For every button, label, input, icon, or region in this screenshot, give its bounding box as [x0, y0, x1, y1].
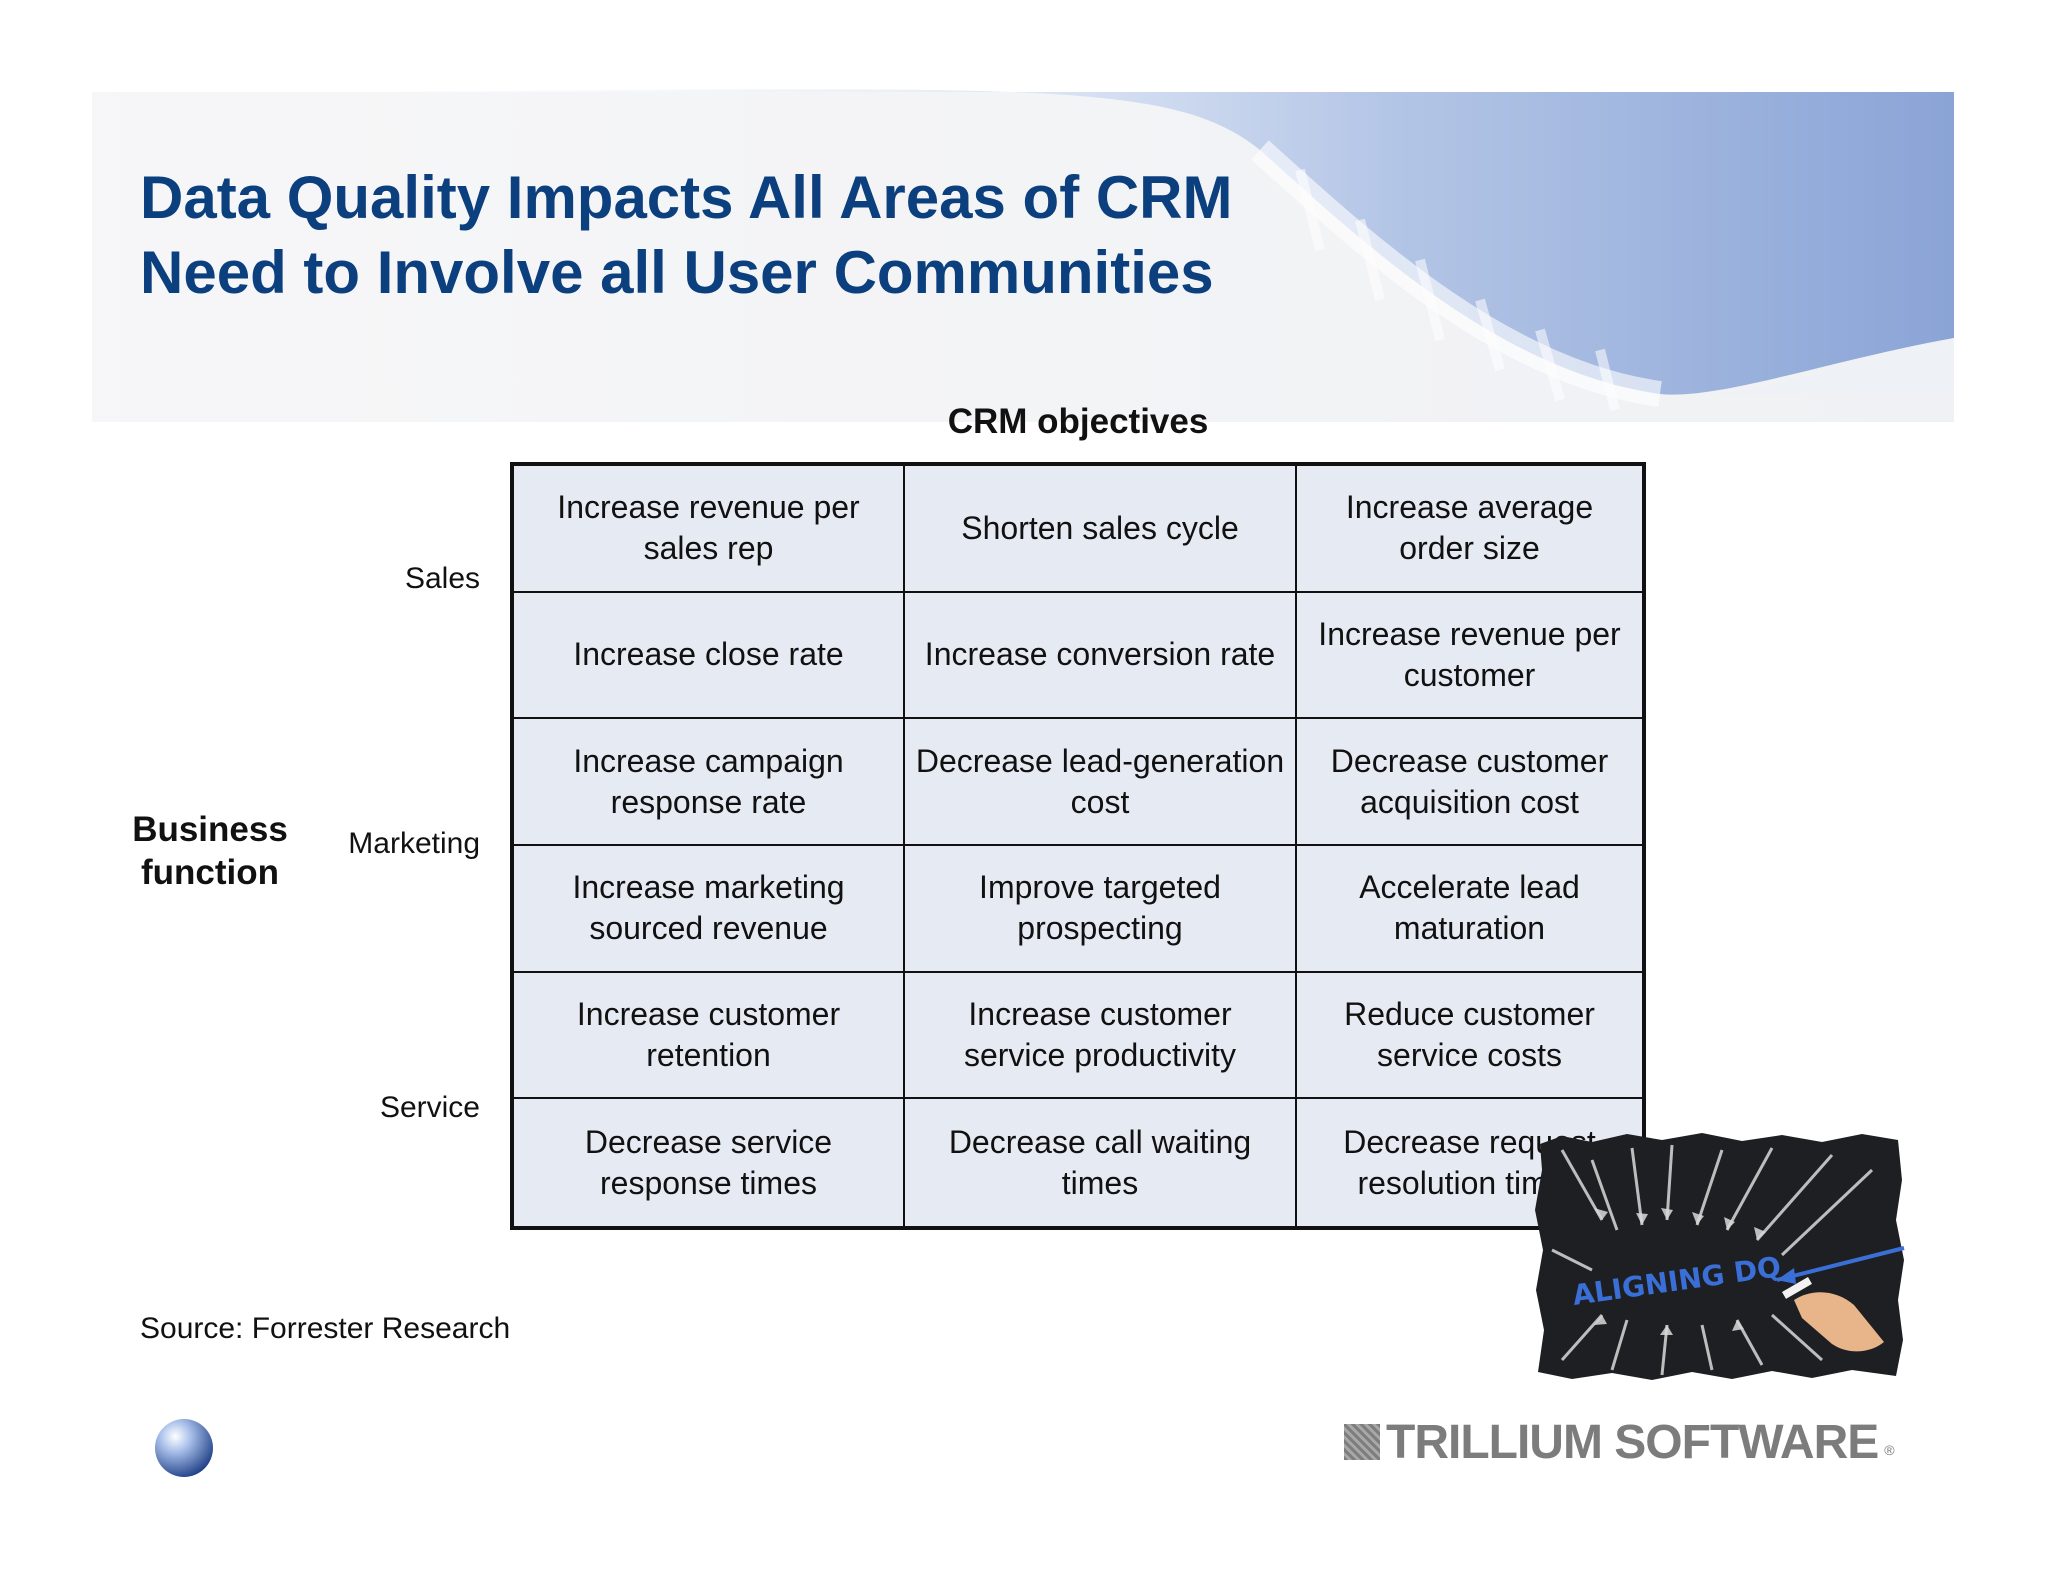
globe-orb-icon: [155, 1419, 213, 1477]
matrix-cell: Increase revenue per customer: [1297, 593, 1642, 720]
matrix-cell: Shorten sales cycle: [905, 466, 1297, 593]
title-line-1: Data Quality Impacts All Areas of CRM: [140, 164, 1233, 231]
column-header: CRM objectives: [947, 402, 1209, 441]
matrix-cell: Improve targeted prospecting: [905, 845, 1297, 973]
crm-matrix-table: Increase revenue per sales rep Shorten s…: [510, 462, 1646, 1230]
source-citation: Source: Forrester Research: [140, 1312, 511, 1345]
matrix-cell: Reduce customer service costs: [1297, 973, 1642, 1100]
trillium-software-logo: TRILLIUM SOFTWARE ®: [1344, 1415, 1895, 1469]
trillium-logo-mark-icon: [1344, 1424, 1380, 1460]
matrix-cell: Increase customer service productivity: [905, 972, 1297, 1100]
matrix-cell: Decrease service response times: [514, 1099, 905, 1226]
slide-title: Data Quality Impacts All Areas of CRM Ne…: [140, 160, 1440, 310]
matrix-cell: Increase revenue per sales rep: [514, 466, 905, 593]
matrix-cell: Decrease customer acquisition cost: [1297, 719, 1642, 846]
matrix-cell: Accelerate lead maturation: [1297, 846, 1642, 973]
title-line-2: Need to Involve all User Communities: [140, 239, 1214, 306]
row-group-marketing: Marketing: [348, 827, 480, 860]
logo-text: TRILLIUM SOFTWARE: [1386, 1415, 1879, 1469]
matrix-cell: Increase close rate: [514, 592, 905, 720]
row-axis-label: Business function: [132, 810, 288, 892]
aligning-dq-chalkboard-image: ALIGNING DQ: [1535, 1133, 1905, 1380]
row-group-sales: Sales: [404, 562, 480, 595]
matrix-cell: Increase marketing sourced revenue: [514, 845, 905, 973]
registered-mark: ®: [1884, 1442, 1895, 1458]
matrix-cell: Increase conversion rate: [905, 592, 1297, 720]
matrix-cell: Decrease call waiting times: [905, 1099, 1297, 1226]
row-group-service: Service: [379, 1091, 480, 1124]
matrix-cell: Decrease lead-generation cost: [905, 719, 1297, 846]
matrix-cell: Increase customer retention: [514, 972, 905, 1100]
matrix-cell: Increase average order size: [1297, 466, 1642, 593]
matrix-cell: Increase campaign response rate: [514, 719, 905, 846]
